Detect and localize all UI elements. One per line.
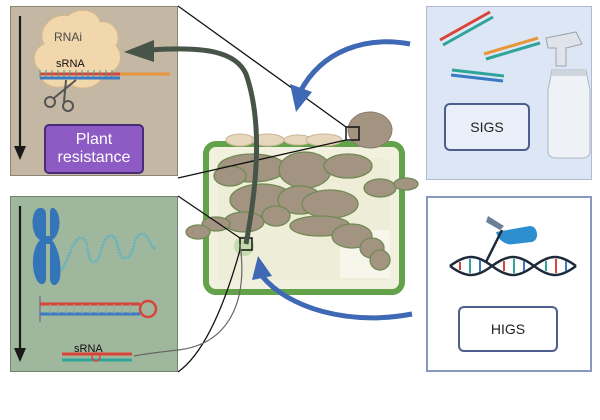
zoom-lines — [177, 5, 347, 239]
sigs-label: SIGS — [470, 119, 504, 135]
srna-uptake-arrow — [124, 40, 259, 245]
rna-fragment-3-icon — [450, 68, 505, 83]
chromosome-icon — [32, 207, 61, 286]
srna-trace-line — [133, 243, 243, 357]
dna-helix-icon — [449, 255, 577, 277]
hand-pen-icon — [484, 216, 538, 263]
down-arrow-top — [14, 16, 26, 160]
hairpin-rna-icon — [39, 296, 158, 322]
infection-site — [234, 236, 254, 256]
higs-arrow — [252, 256, 413, 321]
pathogen-hyphae-icon — [185, 151, 419, 271]
down-arrow-bottom — [14, 206, 26, 362]
rna-fragment-1-icon — [439, 10, 494, 47]
plant-resistance-box: Plant resistance — [44, 124, 144, 174]
srna-duplex-top — [39, 70, 170, 80]
scissors-icon — [44, 79, 77, 112]
srna-duplex-bottom — [62, 352, 132, 362]
sigs-arrow — [290, 39, 411, 112]
rna-fragment-2-icon — [483, 36, 541, 61]
higs-box: HIGS — [458, 306, 558, 352]
srna-label-bottom: sRNA — [74, 343, 103, 355]
zoom-square-top — [345, 126, 360, 141]
rnai-label: RNAi — [54, 30, 83, 44]
mrna-strand-icon — [60, 232, 157, 271]
surface-spores-icon — [225, 111, 393, 149]
spray-bottle-icon — [545, 31, 591, 159]
rnai-complex-icon — [33, 9, 121, 89]
srna-label-top: sRNA — [56, 58, 85, 70]
higs-label: HIGS — [490, 321, 526, 337]
plant-resistance-label: Plant resistance — [57, 131, 131, 166]
sigs-box: SIGS — [444, 103, 530, 151]
zoom-line-lower — [177, 249, 241, 373]
